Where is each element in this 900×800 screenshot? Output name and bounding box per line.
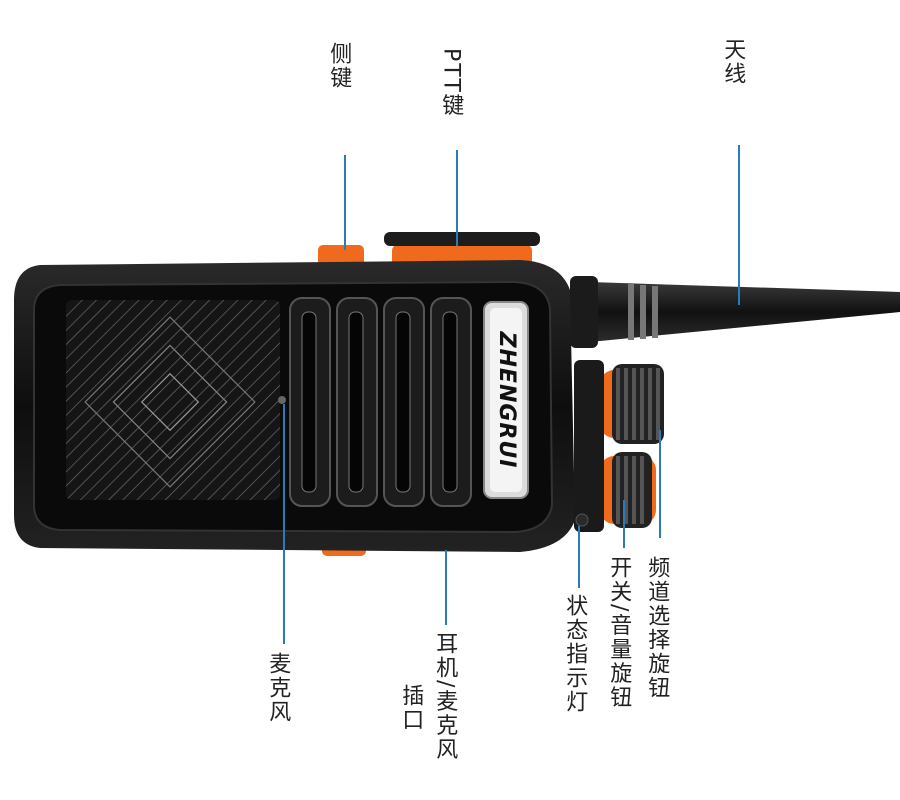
leader-status-led <box>578 526 580 588</box>
brand-logo: ZHENGRUI <box>494 331 519 469</box>
side-key-button <box>318 245 364 267</box>
label-channel-knob: 频道选择旋钮 <box>644 556 670 700</box>
leader-microphone <box>283 404 285 644</box>
leader-power-volume <box>623 500 625 548</box>
leader-antenna <box>738 145 740 305</box>
label-earphone-jack-line1: 耳机/麦克风 <box>432 632 458 762</box>
channel-knob <box>600 364 664 444</box>
leader-earphone-jack <box>445 550 447 625</box>
speaker-grille <box>66 300 286 500</box>
brand-plate: ZHENGRUI <box>483 301 529 499</box>
vent-slots <box>289 297 472 507</box>
power-volume-knob <box>600 452 656 528</box>
label-antenna: 天线 <box>720 38 746 86</box>
label-microphone: 麦克风 <box>265 652 291 724</box>
label-ptt-key: PTT键 <box>438 48 464 118</box>
label-status-led: 状态指示灯 <box>562 594 588 714</box>
leader-ptt-key <box>456 150 458 246</box>
leader-side-key <box>344 155 346 250</box>
label-earphone-jack-line2: 插口 <box>398 684 424 732</box>
label-side-key: 侧键 <box>326 42 352 90</box>
antenna <box>570 276 900 348</box>
status-led <box>575 513 589 527</box>
microphone-hole <box>278 396 286 404</box>
leader-channel <box>659 430 661 538</box>
label-power-volume-knob: 开关/音量旋钮 <box>606 556 632 710</box>
